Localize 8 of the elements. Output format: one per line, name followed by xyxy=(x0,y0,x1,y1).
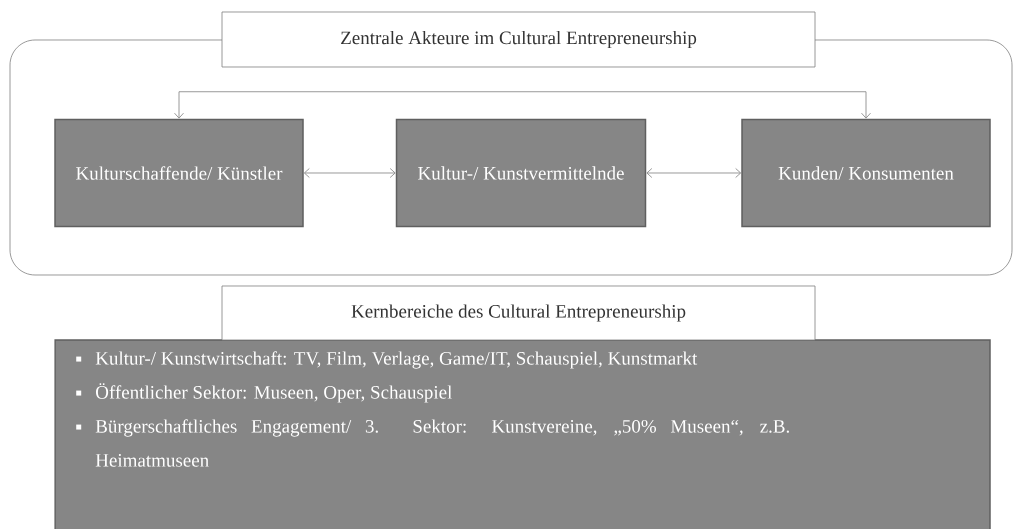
content-box: Kernbereiche des Cultural Entrepreneurship Kultur-/ Kunstwirtschaft: TV, Film, Verlage, Game/IT, Schauspiel, Kunstmarkt Öffentlicher Sektor: Museen, Oper, Schauspiel Bürgerschaftliches Engagement/ 3. Sektor: Kunstvereine, „50% Museen“, z.B. Heimatmuseen xyxy=(54,285,991,529)
actor-box: Kultur-/ Kunstvermittelnde xyxy=(395,118,647,228)
node-label: Kernbereiche des Cultural Entrepreneurship xyxy=(351,304,686,322)
arrow xyxy=(174,91,871,119)
actor-box: Kunden/ Konsumenten xyxy=(741,118,991,228)
actor-box: Kulturschaffende/ Künstler xyxy=(54,118,304,228)
arrow xyxy=(646,168,742,178)
arrow xyxy=(303,168,396,178)
